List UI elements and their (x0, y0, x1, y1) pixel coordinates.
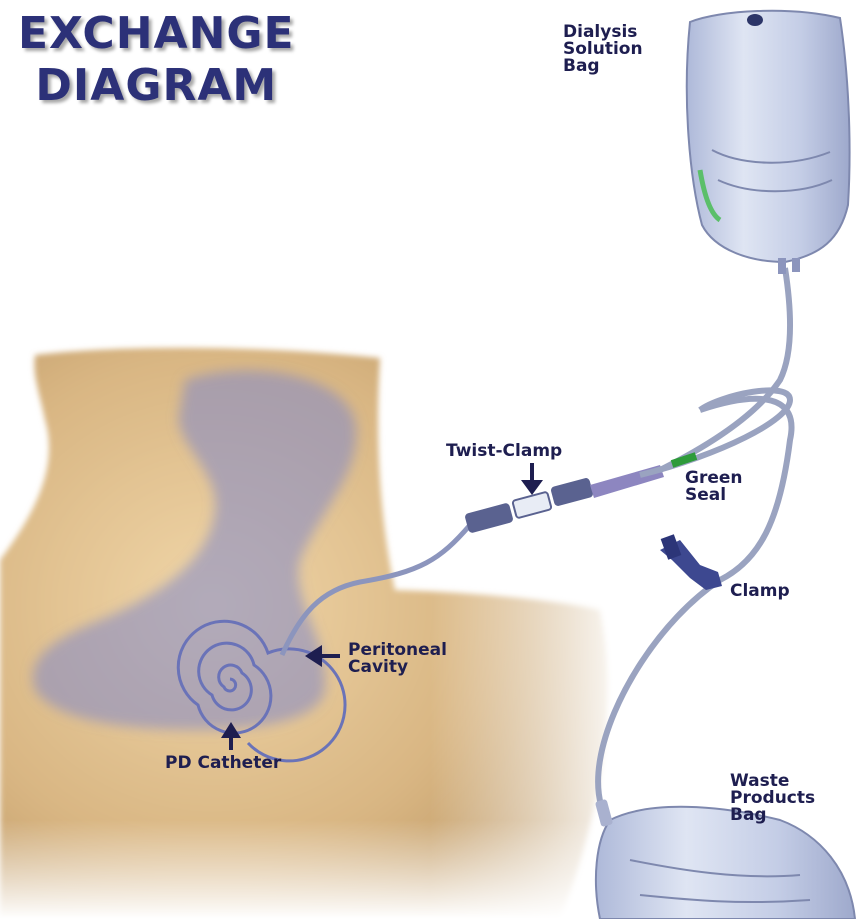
twist-clamp-connector (464, 465, 664, 534)
dialysis-solution-bag (687, 11, 850, 274)
peritoneal-cavity-label: Peritoneal Cavity (348, 642, 447, 676)
waste-products-bag-label: Waste Products Bag (730, 773, 815, 824)
pd-catheter-label: PD Catheter (165, 755, 281, 772)
green-seal-label: Green Seal (685, 470, 743, 504)
green-seal-band (672, 456, 696, 464)
waste-products-bag (595, 799, 855, 919)
diagram-title: EXCHANGE DIAGRAM (18, 8, 295, 112)
clamp-label: Clamp (730, 583, 790, 600)
twist-clamp-arrow (521, 463, 543, 495)
dialysis-solution-bag-label: Dialysis Solution Bag (563, 24, 643, 75)
twist-clamp-label: Twist-Clamp (446, 443, 562, 460)
clamp-device (660, 534, 722, 590)
